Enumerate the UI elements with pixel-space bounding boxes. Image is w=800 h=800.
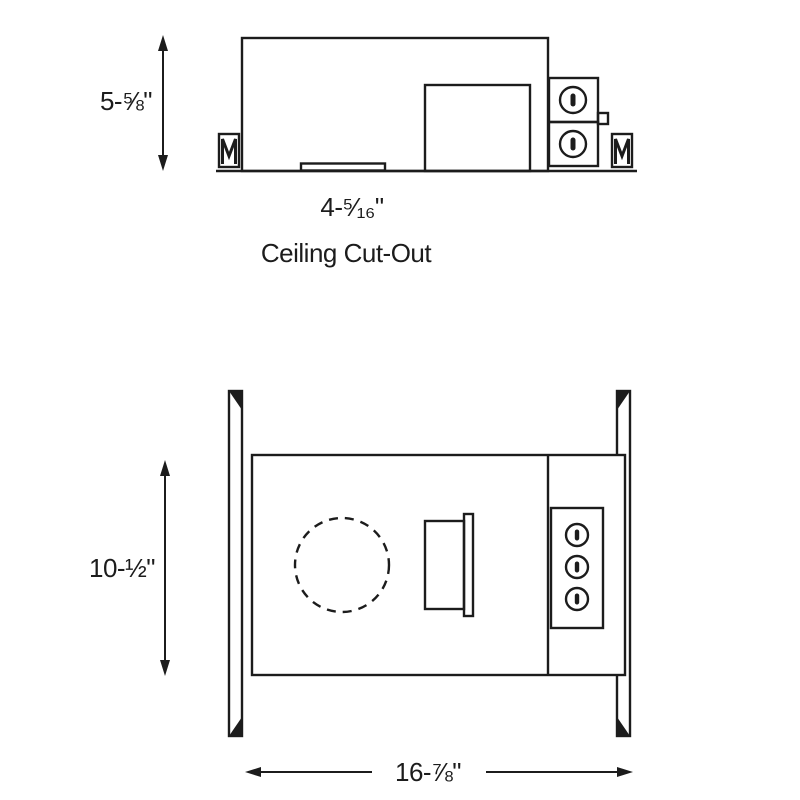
screw-icon [564, 522, 590, 548]
mounting-clip-icon [610, 132, 634, 169]
cutout-caption: Ceiling Cut-Out [261, 238, 433, 268]
plan-view [227, 389, 632, 738]
hanger-bar [227, 389, 244, 738]
trim-flange [299, 162, 387, 172]
junction-box-plan [549, 506, 605, 630]
screw-icon [558, 129, 588, 159]
height-dimension-plan: 10-½" [89, 460, 170, 676]
screw-icon [564, 586, 590, 612]
height-dimension-side: 5-⅝" [100, 35, 168, 171]
plan-height-dimension-label: 10-½" [89, 553, 155, 583]
junction-box-tab [596, 111, 610, 126]
driver-box [423, 512, 475, 618]
arrowhead-left-icon [245, 767, 261, 777]
mounting-plate [250, 453, 627, 677]
arrowhead-down-icon [160, 660, 170, 676]
lamp-housing [423, 83, 532, 173]
width-dimension-plan: 16-⅞" [245, 757, 633, 787]
arrowhead-up-icon [158, 35, 168, 51]
arrowhead-down-icon [158, 155, 168, 171]
mounting-clip-icon [217, 132, 241, 169]
arrowhead-right-icon [617, 767, 633, 777]
side-height-dimension-label: 5-⅝" [100, 86, 152, 116]
junction-box-lower [547, 120, 600, 168]
screw-icon [558, 85, 588, 115]
plan-width-dimension-label: 16-⅞" [395, 757, 461, 787]
cutout-dashed-circle [293, 516, 391, 614]
junction-box [547, 76, 610, 168]
arrowhead-up-icon [160, 460, 170, 476]
screw-icon [564, 554, 590, 580]
side-view [216, 36, 637, 173]
cutout-dimension-label: 4-⁵⁄₁₆" [320, 192, 383, 222]
housing-body [240, 36, 550, 173]
